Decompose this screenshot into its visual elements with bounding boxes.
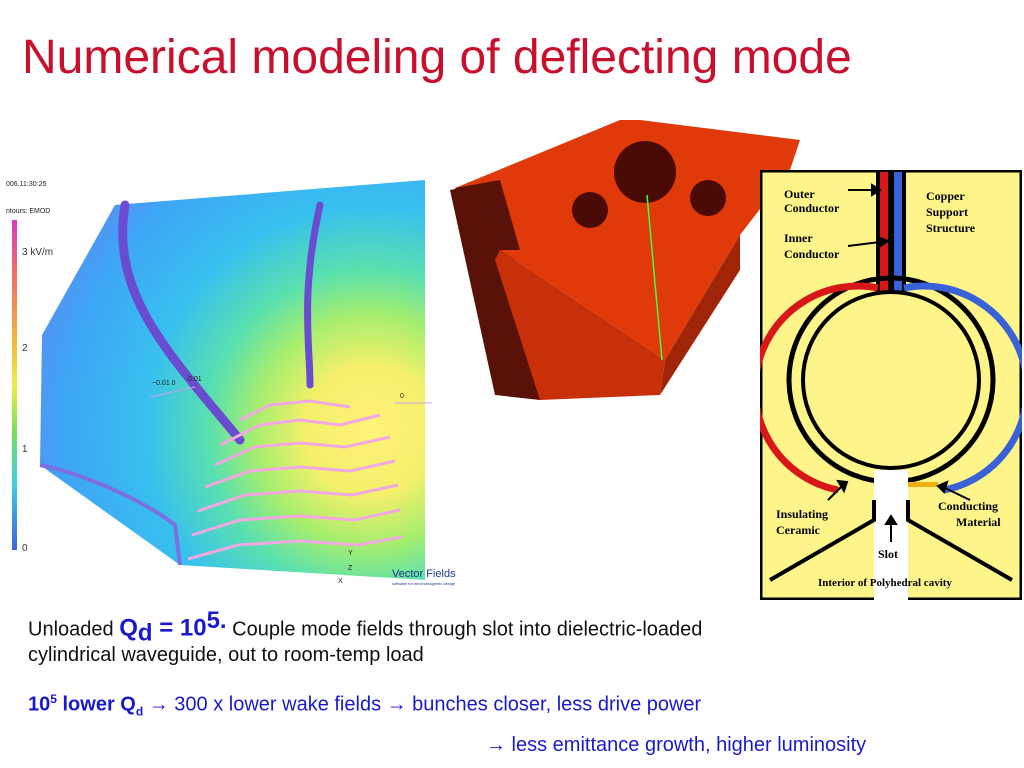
- left-notch: [455, 180, 520, 250]
- vector-fields-tagline: software for electromagnetic design: [392, 581, 455, 586]
- vector-arrows: [187, 399, 403, 561]
- axis-y: Y: [348, 550, 353, 557]
- q-subscript: d: [137, 619, 153, 647]
- cavity-side-left: [450, 180, 540, 400]
- unloaded-prefix: Unloaded: [28, 618, 120, 641]
- label-cavity: Interior of Polyhedral cavity: [818, 577, 952, 589]
- ruler-label-right: 0: [400, 393, 404, 400]
- label-copper-1: Copper: [926, 189, 965, 203]
- field-surface: [40, 180, 425, 580]
- label-outer-2: Conductor: [784, 201, 840, 215]
- axis-line: [646, 194, 663, 361]
- ruler-label-left: −0.01 0: [152, 380, 176, 387]
- arrows: [827, 183, 971, 542]
- cavity-model: [440, 110, 810, 410]
- conducting-strip: [908, 482, 938, 487]
- line3-rest: → 300 x lower wake fields → bunches clos…: [143, 693, 702, 716]
- ring-blue: [903, 282, 1022, 494]
- label-slot: Slot: [878, 547, 898, 561]
- ruler: [149, 386, 432, 404]
- cavity-face: [455, 120, 800, 360]
- q-superscript: 5.: [206, 607, 227, 634]
- label-insulating-1: Insulating: [776, 507, 828, 521]
- ring-red: [760, 282, 879, 494]
- timestamp: 006.11:30:25: [6, 181, 46, 188]
- label-insulating-2: Ceramic: [776, 523, 821, 537]
- coax-blue: [894, 172, 902, 292]
- cavity-lower-face: [495, 250, 665, 400]
- lower-q-base: 10: [28, 693, 51, 716]
- field-plot: 006.11:30:25 ntours: EMOD 3 kV/m 2 1 0 −…: [0, 175, 470, 590]
- slide-title: Numerical modeling of deflecting mode: [22, 31, 852, 84]
- contour-label: ntours: EMOD: [6, 208, 50, 215]
- lower-edge: [39, 463, 182, 566]
- vector-fields-logo: Vector Fields: [392, 568, 456, 580]
- large-hole: [614, 141, 676, 203]
- cavity-edge-left: [118, 200, 245, 445]
- body-line-2: cylindrical waveguide, out to room-temp …: [28, 644, 424, 666]
- lower-q-label: lower Q: [56, 693, 136, 716]
- scale-tick-0: 0: [22, 543, 28, 554]
- taper-right: [906, 500, 1013, 582]
- scale-tick-1: 1: [22, 444, 28, 455]
- ring-inner: [801, 290, 981, 470]
- label-inner-1: Inner: [784, 231, 813, 245]
- left-hole: [572, 192, 608, 228]
- cavity-edge-right: [304, 201, 324, 389]
- axis-z: Z: [348, 565, 353, 572]
- right-hole: [690, 180, 726, 216]
- taper-left: [769, 500, 876, 582]
- cavity-right-face: [660, 235, 740, 395]
- scale-tick-2: 2: [22, 343, 28, 354]
- axis-x: X: [338, 578, 343, 585]
- scale-unit: 3 kV/m: [22, 247, 53, 258]
- q-symbol: Q: [119, 614, 138, 642]
- body-line-4: → less emittance growth, higher luminosi…: [486, 734, 867, 756]
- coupler-diagram: Outer Conductor Inner Conductor Copper S…: [760, 170, 1022, 600]
- line1-rest: Couple mode fields through slot into die…: [226, 618, 703, 641]
- color-scale: [12, 220, 17, 550]
- label-copper-3: Structure: [926, 221, 976, 235]
- coax-red: [880, 172, 888, 292]
- lower-q-exp: 5: [50, 692, 57, 706]
- label-conducting-1: Conducting: [938, 499, 998, 513]
- label-conducting-2: Material: [956, 515, 1001, 529]
- lower-q-sub: d: [135, 704, 144, 719]
- label-inner-2: Conductor: [784, 247, 840, 261]
- ruler-label-mid: 0.01: [188, 376, 202, 383]
- label-copper-2: Support: [926, 205, 968, 219]
- label-outer-1: Outer: [784, 187, 815, 201]
- body-line-1: Unloaded Qd = 105. Couple mode fields th…: [28, 608, 998, 647]
- body-line-3: 105 lower Qd → 300 x lower wake fields →…: [28, 686, 998, 725]
- q-equals: = 10: [152, 614, 207, 642]
